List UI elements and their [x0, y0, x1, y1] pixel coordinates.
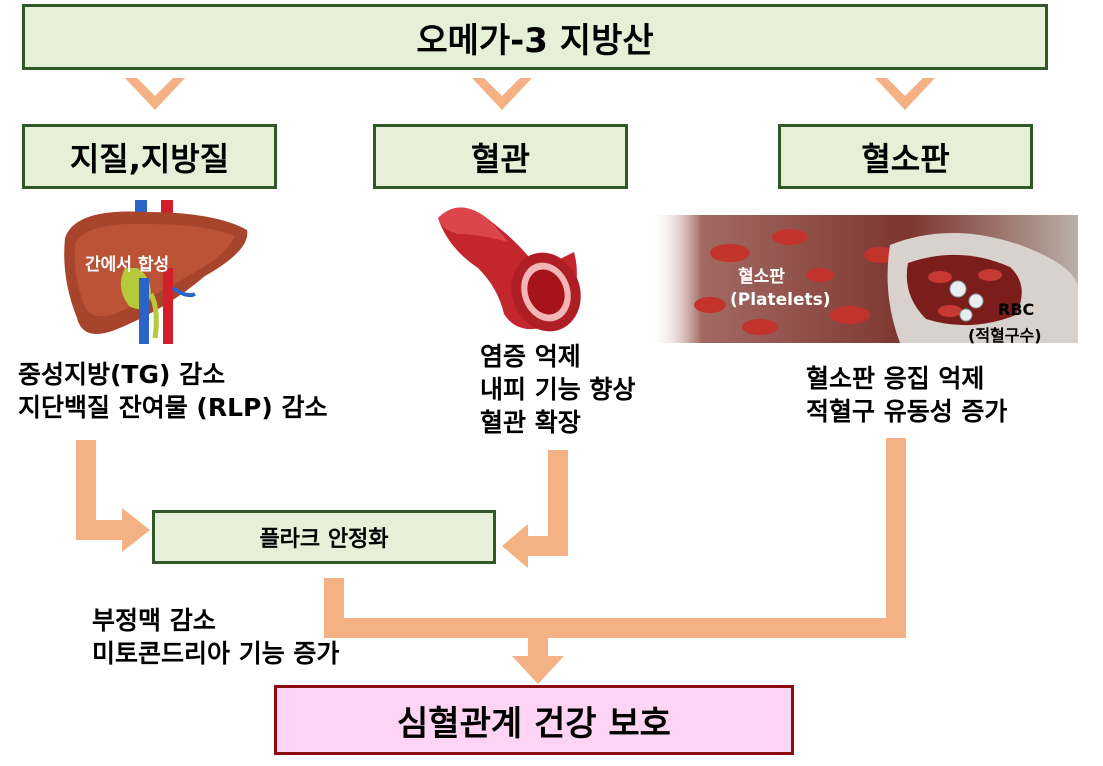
connector-lipid-horizontal — [76, 520, 130, 540]
platelet-sub-label: (Platelets) — [730, 290, 831, 310]
platelet-rbc-illustration — [650, 215, 1078, 343]
chevron-down-icon — [472, 78, 532, 110]
title-text: 오메가-3 지방산 — [416, 20, 654, 61]
platelet-label: 혈소판 — [738, 267, 785, 287]
platelet-effects: 혈소판 응집 억제 적혈구 유동성 증가 — [806, 362, 1007, 428]
lipid-effects: 중성지방(TG) 감소 지단백질 잔여물 (RLP) 감소 — [18, 358, 327, 424]
connector-platelet-vertical — [886, 438, 906, 638]
liver-label: 간에서 합성 — [85, 255, 170, 275]
connector-lipid-vertical — [76, 440, 96, 540]
arrowhead-down-icon — [512, 656, 564, 684]
category-lipid-box: 지질,지방질 — [22, 124, 277, 189]
category-vessel-box: 혈관 — [373, 124, 628, 189]
category-lipid-label: 지질,지방질 — [69, 139, 230, 178]
plaque-stabilization-box: 플라크 안정화 — [152, 510, 496, 564]
extra-effect-item: 미토콘드리아 기능 증가 — [92, 639, 340, 668]
connector-result-vertical — [528, 618, 548, 662]
vessel-effect-item: 염증 억제 — [480, 342, 581, 371]
title-box: 오메가-3 지방산 — [22, 4, 1048, 70]
platelet-effect-item: 적혈구 유동성 증가 — [806, 397, 1008, 426]
category-platelet-label: 혈소판 — [861, 139, 950, 178]
liver-illustration — [64, 200, 248, 344]
vessel-effect-item: 혈관 확장 — [480, 408, 581, 437]
arrowhead-right-icon — [122, 508, 150, 552]
result-box: 심혈관계 건강 보호 — [274, 685, 794, 755]
category-platelet-box: 혈소판 — [778, 124, 1033, 189]
platelet-effect-item: 혈소판 응집 억제 — [806, 364, 985, 393]
extra-effects: 부정맥 감소 미토콘드리아 기능 증가 — [92, 604, 339, 670]
arrowhead-left-icon — [502, 524, 528, 568]
chevron-down-icon — [125, 78, 185, 110]
extra-effect-item: 부정맥 감소 — [92, 606, 216, 635]
connector-bottom-horizontal — [324, 618, 906, 638]
result-label: 심혈관계 건강 보호 — [397, 703, 671, 744]
plaque-stabilization-label: 플라크 안정화 — [259, 527, 389, 552]
category-vessel-label: 혈관 — [471, 139, 530, 178]
rbc-sub-label: (적혈구수) — [968, 326, 1042, 345]
connector-vessel-vertical — [548, 450, 568, 556]
connector-vessel-horizontal — [520, 536, 568, 556]
blood-vessel-illustration — [438, 207, 581, 332]
chevron-down-icon — [875, 78, 935, 110]
vessel-effects: 염증 억제 내피 기능 향상 혈관 확장 — [480, 340, 635, 439]
rbc-label: RBC — [998, 300, 1035, 319]
lipid-effect-item: 지단백질 잔여물 (RLP) 감소 — [18, 393, 328, 422]
lipid-effect-item: 중성지방(TG) 감소 — [18, 360, 226, 389]
vessel-effect-item: 내피 기능 향상 — [480, 375, 636, 404]
connector-plaque-vertical — [324, 578, 344, 638]
